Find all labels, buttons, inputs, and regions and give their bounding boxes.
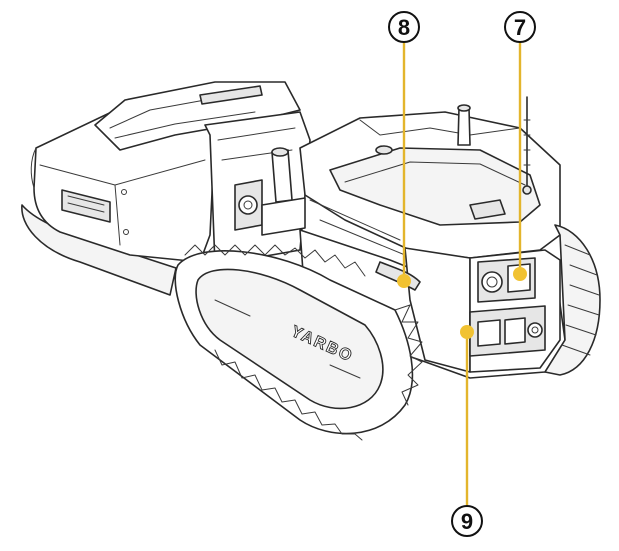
mower-deck — [21, 81, 301, 296]
callout-9: 9 — [451, 505, 483, 537]
leader-lines — [397, 42, 527, 505]
callout-7: 7 — [504, 11, 536, 43]
leader-marker-9 — [460, 325, 474, 339]
callout-7-label: 7 — [514, 15, 526, 40]
antenna-icon — [457, 107, 471, 146]
leader-marker-7 — [513, 267, 527, 281]
robot-body — [299, 96, 566, 379]
hitch-frame — [204, 111, 311, 266]
leader-marker-8 — [397, 274, 411, 288]
callout-8-label: 8 — [398, 15, 410, 40]
callout-8: 8 — [388, 11, 420, 43]
right-track — [544, 224, 601, 376]
left-track: YARBO — [174, 244, 423, 441]
callout-9-label: 9 — [461, 509, 473, 534]
